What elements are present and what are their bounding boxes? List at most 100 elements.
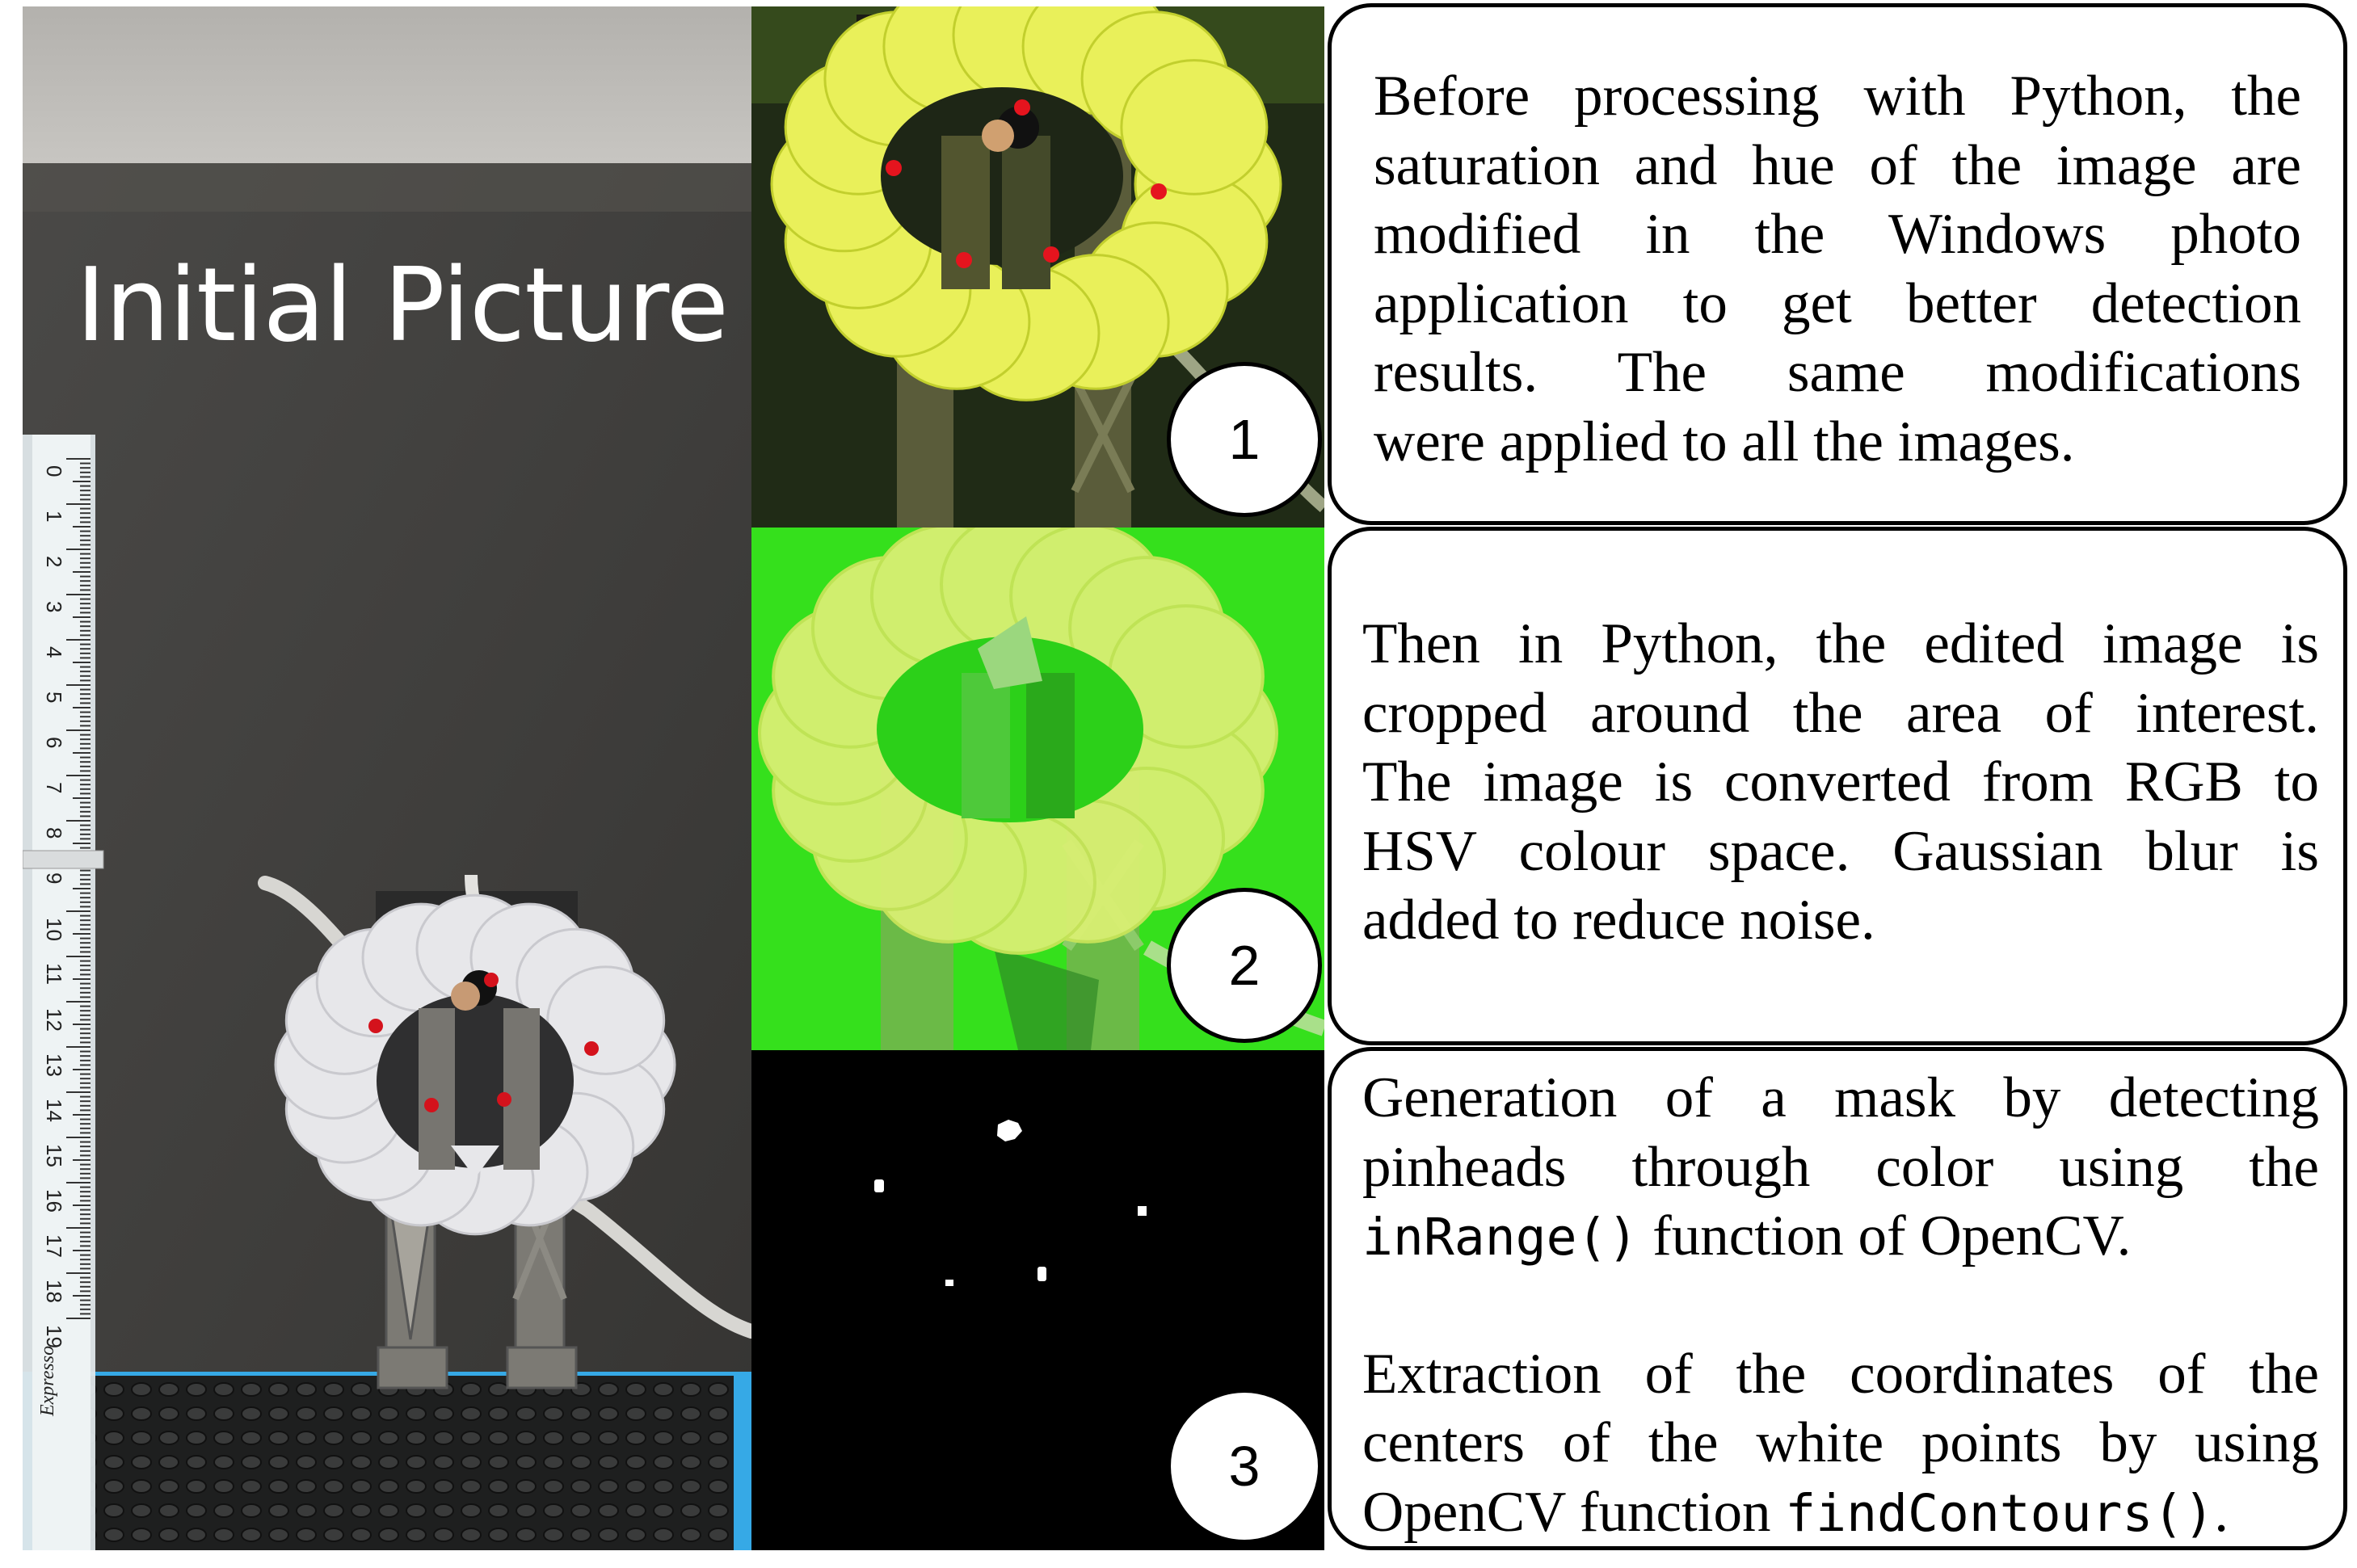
text-fragment: OpenCV function (1362, 1480, 1786, 1544)
lego-stud (213, 1431, 234, 1445)
text-line: cropped around the area of interest. (1362, 681, 2319, 745)
lego-stud (406, 1503, 427, 1518)
lego-stud (433, 1503, 454, 1518)
lego-stud (653, 1528, 674, 1542)
lego-stud (488, 1479, 509, 1494)
lego-stud (543, 1528, 564, 1542)
text-line: The image is converted from RGB to (1362, 750, 2319, 813)
lego-stud (680, 1479, 701, 1494)
lego-stud (543, 1479, 564, 1494)
lego-stud (296, 1382, 317, 1397)
lego-stud (351, 1528, 372, 1542)
ruler-number: 11 (42, 963, 66, 985)
lego-stud (598, 1479, 619, 1494)
lego-stud (103, 1382, 124, 1397)
text-line: Before processing with Python, the (1374, 65, 2301, 128)
lego-stud (186, 1382, 207, 1397)
ring-lobe (1120, 59, 1269, 195)
initial-picture-title: Initial Picture (76, 246, 729, 364)
lego-stud (625, 1455, 646, 1469)
lego-stud (131, 1455, 152, 1469)
ruler-number: 7 (42, 782, 66, 793)
ruler-number: 18 (42, 1280, 66, 1303)
lego-stud (268, 1528, 289, 1542)
lego-stud (268, 1503, 289, 1518)
soft-ring-actuator (274, 893, 676, 1236)
lego-stud (516, 1431, 537, 1445)
lego-stud (186, 1406, 207, 1421)
ruler-number: 19 (42, 1325, 66, 1348)
lego-stud (488, 1528, 509, 1542)
lego-stud (268, 1406, 289, 1421)
lego-stud (158, 1382, 179, 1397)
lego-stud (598, 1528, 619, 1542)
lego-stud (378, 1479, 399, 1494)
lego-stud (378, 1503, 399, 1518)
lego-stud (213, 1382, 234, 1397)
text-line: saturation and hue of the image are (1374, 133, 2301, 197)
step-2-description: Then in Python, the edited image is crop… (1328, 527, 2347, 1045)
ruler-number: 16 (42, 1189, 66, 1213)
text-fragment: . (2214, 1480, 2229, 1544)
lego-stud (625, 1479, 646, 1494)
code-findcontours: findContours() (1785, 1483, 2215, 1543)
lego-stud (186, 1479, 207, 1494)
lego-stud (625, 1503, 646, 1518)
lego-stud (213, 1528, 234, 1542)
lego-stud (268, 1479, 289, 1494)
lego-stud (323, 1528, 344, 1542)
lego-stud (213, 1479, 234, 1494)
lego-stud (158, 1528, 179, 1542)
lego-stud (296, 1455, 317, 1469)
lego-stud (323, 1455, 344, 1469)
lego-stud (131, 1503, 152, 1518)
lego-stud (351, 1406, 372, 1421)
lego-stud (570, 1503, 591, 1518)
lego-stud (131, 1406, 152, 1421)
lego-stud (406, 1528, 427, 1542)
ruler-number: 12 (42, 1008, 66, 1032)
lego-stud (103, 1406, 124, 1421)
step-1-description: Before processing with Python, the satur… (1328, 3, 2347, 525)
lego-stud (433, 1455, 454, 1469)
ruler-number: 3 (42, 601, 66, 612)
lego-stud (625, 1528, 646, 1542)
text-line: centers of the white points by using (1362, 1411, 2319, 1474)
ruler-number: 2 (42, 556, 66, 567)
text-line: Then in Python, the edited image is (1362, 612, 2319, 675)
lego-stud (708, 1406, 729, 1421)
lego-stud (351, 1431, 372, 1445)
lego-stud (516, 1406, 537, 1421)
lego-stud (653, 1479, 674, 1494)
lego-stud (653, 1406, 674, 1421)
lego-stud (680, 1503, 701, 1518)
lego-stud (461, 1382, 482, 1397)
ruler-number: 0 (42, 465, 66, 477)
lego-stud (570, 1528, 591, 1542)
lego-stud (406, 1479, 427, 1494)
lego-stud (708, 1479, 729, 1494)
lego-stud (323, 1406, 344, 1421)
lego-stud (241, 1382, 262, 1397)
lego-stud (158, 1503, 179, 1518)
text-line: HSV colour space. Gaussian blur is (1362, 819, 2319, 883)
lego-stud (323, 1382, 344, 1397)
lego-stud (570, 1431, 591, 1445)
lego-stud (570, 1479, 591, 1494)
lego-stud (433, 1528, 454, 1542)
lego-stud (516, 1528, 537, 1542)
lego-stud (131, 1382, 152, 1397)
lego-stud (461, 1528, 482, 1542)
lego-stud (570, 1406, 591, 1421)
lego-stud (323, 1479, 344, 1494)
ruler-logo: Expresso (37, 1346, 58, 1417)
code-inrange: inRange() (1362, 1208, 1639, 1267)
lego-stud (598, 1431, 619, 1445)
lego-stud (131, 1431, 152, 1445)
lego-stud (131, 1528, 152, 1542)
ruler-number: 4 (42, 646, 66, 658)
lego-stud (406, 1455, 427, 1469)
lego-stud (103, 1455, 124, 1469)
lego-stud (598, 1406, 619, 1421)
lego-stud (598, 1455, 619, 1469)
